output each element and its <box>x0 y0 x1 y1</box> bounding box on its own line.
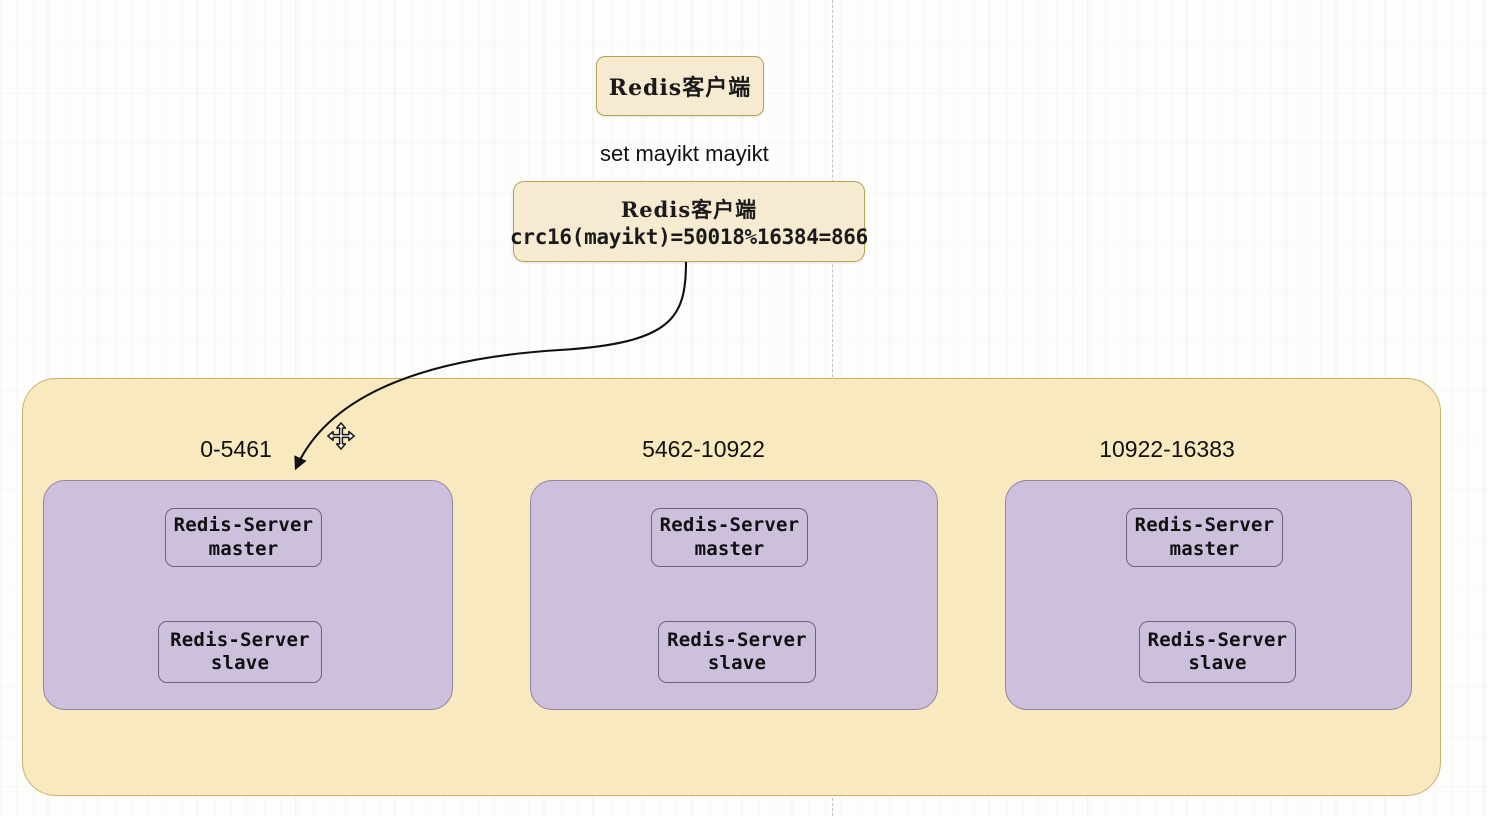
server-name: Redis-Server <box>1147 628 1288 651</box>
slot-range-label-2: 5462-10922 <box>642 436 765 462</box>
server-master-2[interactable]: Redis-Server master <box>651 508 808 567</box>
crc16-box-formula: crc16(mayikt)=50018%16384=866 <box>510 225 868 249</box>
server-name: Redis-Server <box>659 514 800 537</box>
set-command-label: set mayikt mayikt <box>600 141 769 166</box>
server-role: master <box>208 537 279 560</box>
crc16-hash-box[interactable]: Redis客户端 crc16(mayikt)=50018%16384=866 <box>510 181 868 262</box>
server-role: master <box>694 537 765 560</box>
server-name: Redis-Server <box>173 514 314 537</box>
server-role: slave <box>707 652 767 674</box>
server-role: slave <box>210 652 270 674</box>
server-name: Redis-Server <box>170 628 310 651</box>
server-slave-1[interactable]: Redis-Server slave <box>158 621 322 683</box>
slot-range-label-1: 0-5461 <box>200 436 272 462</box>
server-role: master <box>1169 537 1240 560</box>
crc16-box-title: Redis客户端 <box>620 197 758 222</box>
redis-client-box[interactable]: Redis客户端 <box>596 56 764 116</box>
node-group-3[interactable]: Redis-Server master Redis-Server slave <box>1005 480 1412 710</box>
server-slave-2[interactable]: Redis-Server slave <box>658 621 816 683</box>
node-group-1[interactable]: Redis-Server master Redis-Server slave <box>43 480 453 710</box>
server-role: slave <box>1188 652 1247 674</box>
server-slave-3[interactable]: Redis-Server slave <box>1139 621 1296 683</box>
server-name: Redis-Server <box>667 628 807 651</box>
server-master-1[interactable]: Redis-Server master <box>165 508 322 567</box>
node-group-2[interactable]: Redis-Server master Redis-Server slave <box>530 480 938 710</box>
slot-range-label-3: 10922-16383 <box>1099 436 1235 462</box>
server-name: Redis-Server <box>1134 514 1275 537</box>
move-cursor-icon <box>327 422 355 450</box>
redis-client-label: Redis客户端 <box>608 75 752 101</box>
server-master-3[interactable]: Redis-Server master <box>1126 508 1283 567</box>
